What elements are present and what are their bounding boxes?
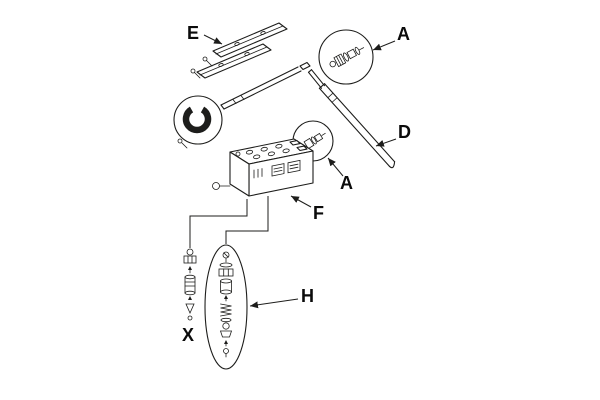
leader-arrow-e — [203, 34, 223, 45]
leader-lines — [189, 196, 269, 248]
detail-circle-a-upper — [318, 29, 374, 85]
plate-screw-icon — [202, 56, 213, 67]
leader-arrow-a-upper — [372, 40, 396, 51]
callout-f: F — [313, 203, 324, 223]
leader-arrow-h — [249, 298, 299, 309]
callout-e: E — [187, 23, 199, 43]
leader-arrow-d — [375, 138, 397, 147]
leader-arrow-f — [290, 195, 312, 208]
callout-d: D — [398, 122, 411, 142]
callout-h: H — [301, 286, 314, 306]
callout-x: X — [182, 325, 194, 345]
push-rod — [220, 61, 311, 110]
clamp-ring — [173, 95, 223, 149]
callout-a-upper: A — [397, 24, 410, 44]
plate-screw-icon — [190, 68, 201, 79]
callout-a-mid: A — [340, 173, 353, 193]
valve-stack-x — [183, 248, 197, 321]
gasket-plates-e — [190, 22, 288, 79]
rod-d — [307, 69, 396, 169]
fitting-a-upper — [329, 46, 365, 68]
valve-kit-h — [204, 244, 248, 370]
leader-arrow-a-mid — [327, 157, 344, 177]
pump-block-f — [212, 138, 314, 197]
